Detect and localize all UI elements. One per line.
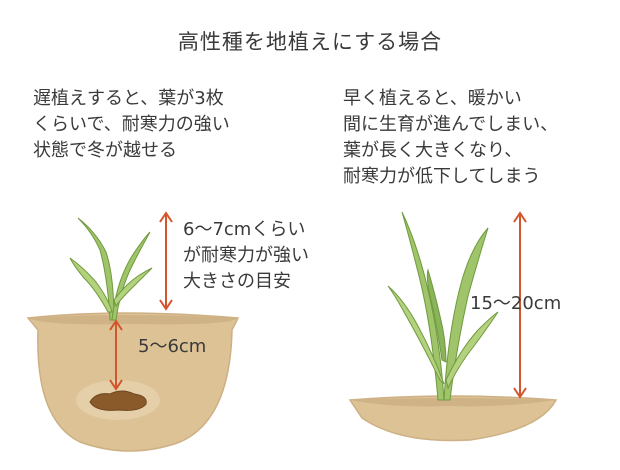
size-label: 6～7cmくらい が耐寒力が強い 大きさの目安 xyxy=(183,219,309,292)
right-soil xyxy=(348,395,558,442)
height-label: 15～20cm xyxy=(470,293,562,314)
left-soil xyxy=(26,312,240,452)
left-seedling-icon xyxy=(69,217,153,321)
left-depth-arrow xyxy=(109,319,123,391)
right-height-arrow xyxy=(513,211,527,399)
left-height-arrow xyxy=(159,211,173,311)
right-caption: 早く植えると、暖かい 間に生育が進んでしまい、 葉が長く大きくなり、 耐寒力が低… xyxy=(343,88,559,187)
page-title: 高性種を地植えにする場合 xyxy=(177,30,443,54)
right-plant-icon xyxy=(387,211,499,401)
left-caption: 遅植えすると、葉が3枚 くらいで、耐寒力の強い 状態で冬が越せる xyxy=(33,88,230,161)
bulb-icon xyxy=(89,390,147,411)
depth-label: 5～6cm xyxy=(138,336,207,357)
